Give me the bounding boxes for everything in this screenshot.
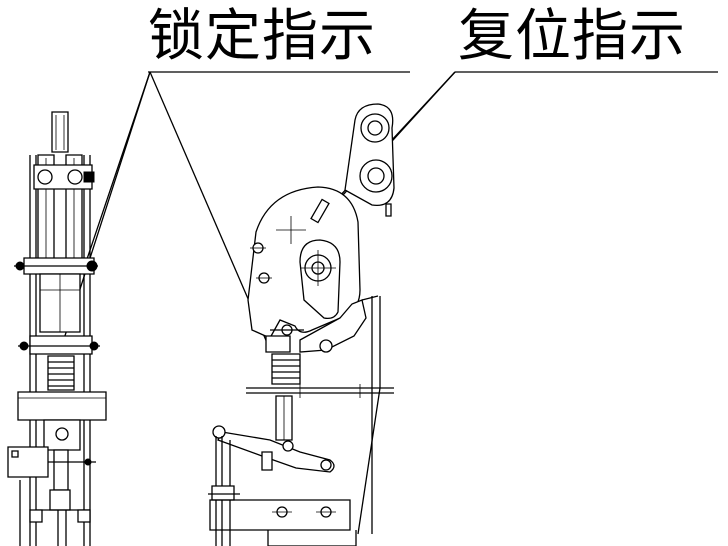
left-side-view <box>8 112 106 546</box>
right-front-view <box>208 104 394 546</box>
reset-indicator-label: 复位指示 <box>458 4 686 69</box>
lock-indicator-label: 锁定指示 <box>148 4 376 69</box>
